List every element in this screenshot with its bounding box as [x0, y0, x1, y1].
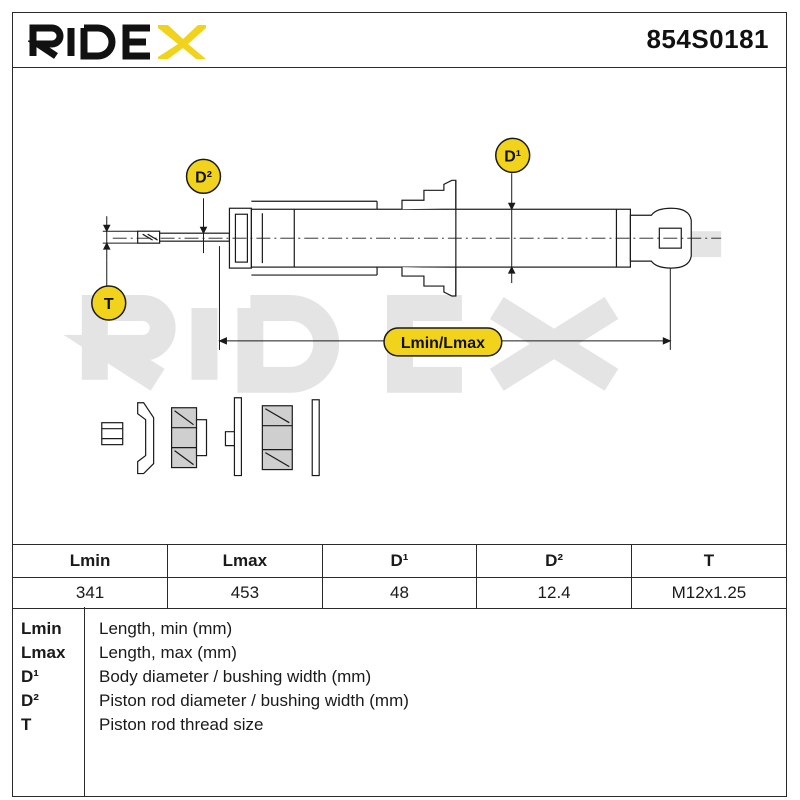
spring-seat-bracket [401, 179, 457, 210]
legend-desc: Piston rod diameter / bushing width (mm) [99, 691, 409, 710]
svg-text:T: T [104, 296, 114, 313]
cup-washer-part [137, 402, 155, 475]
mounting-kit [101, 397, 320, 477]
legend-desc: Piston rod thread size [99, 715, 264, 734]
legend-item: Lmin Length, min (mm) [13, 619, 786, 643]
flat-washer-part [311, 399, 320, 477]
specs-table: Lmin Lmax D¹ D² T 341 453 48 12.4 M12x1.… [13, 544, 786, 609]
nut-part [101, 422, 124, 446]
t-badge: T [91, 285, 127, 321]
legend-item: T Piston rod thread size [13, 715, 786, 739]
specs-header-lmin: Lmin [13, 544, 169, 578]
legend-key: D¹ [21, 667, 39, 686]
legend-desc: Length, min (mm) [99, 619, 233, 638]
specs-value-d1: 48 [321, 577, 478, 609]
legend-divider [84, 607, 85, 796]
specs-header-d2: D² [476, 544, 632, 578]
legend-item: Lmax Length, max (mm) [13, 643, 786, 667]
ridex-logo [28, 24, 206, 60]
d2-badge: D² [185, 158, 222, 195]
specs-header-d1: D¹ [321, 544, 478, 578]
legend-key: T [21, 715, 32, 734]
header: 854S0181 [13, 13, 786, 68]
legend-item: D¹ Body diameter / bushing width (mm) [13, 667, 786, 691]
svg-text:Lmin/Lmax: Lmin/Lmax [401, 335, 485, 352]
specs-value-lmin: 341 [13, 577, 169, 609]
t-dimension [102, 216, 138, 291]
specs-value-row: 341 453 48 12.4 M12x1.25 [13, 577, 786, 609]
length-badge: Lmin/Lmax [383, 327, 503, 357]
bracket-washer-part [224, 397, 243, 477]
specs-header-t: T [630, 544, 786, 578]
legend-desc: Body diameter / bushing width (mm) [99, 667, 372, 686]
lower-bushing-part [261, 405, 293, 471]
piston-rod [159, 232, 231, 242]
specs-value-d2: 12.4 [476, 577, 632, 609]
legend: Lmin Length, min (mm) Lmax Length, max (… [13, 607, 786, 796]
d1-dimension [507, 173, 516, 284]
specs-header-lmax: Lmax [167, 544, 323, 578]
specs-value-t: M12x1.25 [630, 577, 786, 609]
upper-bushing-part [170, 407, 208, 469]
d1-badge: D¹ [495, 137, 531, 174]
legend-key: D² [21, 691, 39, 710]
part-number: 854S0181 [646, 24, 769, 54]
d2-dimension [199, 198, 208, 254]
technical-drawing: D¹ D² T Lmin/Lmax [63, 137, 722, 477]
product-sheet: 854S0181 [12, 12, 787, 797]
legend-key: Lmax [21, 643, 66, 662]
svg-text:D²: D² [195, 169, 212, 186]
legend-item: D² Piston rod diameter / bushing width (… [13, 691, 786, 715]
specs-value-lmax: 453 [167, 577, 323, 609]
legend-key: Lmin [21, 619, 62, 638]
legend-desc: Length, max (mm) [99, 643, 237, 662]
svg-text:D¹: D¹ [504, 148, 521, 165]
specs-header-row: Lmin Lmax D¹ D² T [13, 544, 786, 578]
